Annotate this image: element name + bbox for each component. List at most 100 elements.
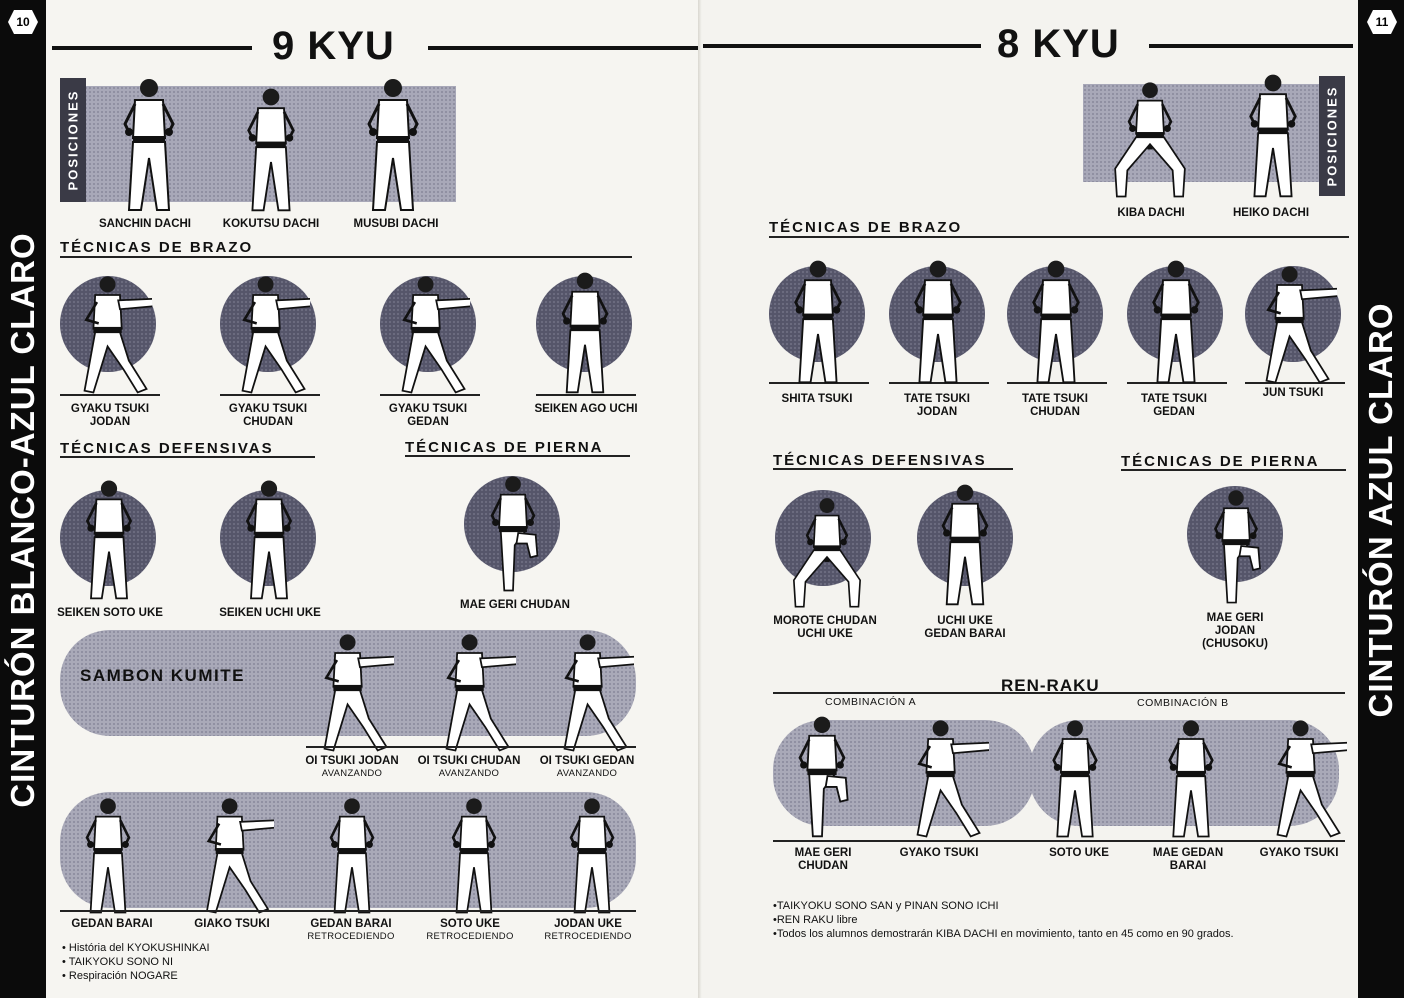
figure-mae-geri-jodan	[1207, 486, 1265, 606]
combo-b-label: COMBINACIÓN B	[1137, 697, 1229, 709]
figure-mae-geri-chudan-combo	[773, 712, 871, 840]
note-left-1: • História del KYOKUSHINKAI	[62, 942, 210, 954]
retreat-ground-line	[60, 910, 636, 912]
section-rule-defense-right	[773, 468, 1013, 470]
ground-line-2	[220, 394, 320, 396]
page-title-8-kyu: 8 KYU	[997, 22, 1120, 66]
section-rule-arm-left	[60, 256, 632, 258]
label-r-arm-1: SHITA TSUKI	[781, 393, 853, 405]
page-title-9-kyu: 9 KYU	[272, 24, 395, 68]
section-rule-leg-right	[1121, 469, 1346, 471]
ground-line-4	[536, 394, 636, 396]
figure-gyako-tsuki-combo-b	[1263, 716, 1347, 840]
label-r-arm-5: JUN TSUKI	[1262, 387, 1324, 399]
renraku-ground-line	[773, 840, 1345, 842]
notes-left: • História del KYOKUSHINKAI • TAIKYOKU S…	[62, 941, 210, 983]
label-renraku-2: GYAKO TSUKI	[899, 847, 979, 859]
ground-line-1	[60, 394, 160, 396]
label-giako-tsuki: GIAKO TSUKI	[194, 918, 270, 930]
note-right-1: •TAIKYOKU SONO SAN y PINAN SONO ICHI	[773, 900, 999, 912]
left-side-bar: CINTURÓN BLANCO-AZUL CLARO	[0, 0, 46, 998]
ground-line-3	[380, 394, 480, 396]
section-title-defense-right: TÉCNICAS DEFENSIVAS	[773, 452, 987, 469]
figure-morote-chudan-uchi-uke	[785, 494, 869, 610]
figure-heiko-dachi	[1241, 70, 1305, 200]
label-musubi-dachi: MUSUBI DACHI	[353, 218, 439, 230]
figure-shita-tsuki	[787, 256, 849, 386]
figure-tate-tsuki-jodan	[907, 256, 969, 386]
renraku-title: REN-RAKU	[1001, 676, 1100, 695]
left-belt-title: CINTURÓN BLANCO-AZUL CLARO	[4, 232, 41, 808]
note-right-2: •REN RAKU libre	[773, 914, 858, 926]
figure-kokutsu-dachi	[238, 84, 304, 214]
title-rule-right-a	[703, 44, 981, 48]
kumite-label: SAMBON KUMITE	[80, 666, 245, 685]
label-oi-tsuki-gedan: OI TSUKI GEDAN	[539, 755, 635, 767]
renraku-rule	[773, 692, 1345, 694]
figure-musubi-dachi	[360, 74, 426, 214]
positions-label-left: POSICIONES	[65, 89, 81, 191]
positions-label-right: POSICIONES	[1324, 85, 1340, 187]
label-seiken-soto-uke: SEIKEN SOTO UKE	[57, 607, 163, 619]
kumite-ground-line	[306, 746, 636, 748]
positions-tab-right: POSICIONES	[1319, 76, 1345, 196]
label-mae-geri-chudan: MAE GERI CHUDAN	[460, 599, 570, 611]
notes-right: •TAIKYOKU SONO SAN y PINAN SONO ICHI •RE…	[773, 899, 1234, 941]
section-title-leg-right: TÉCNICAS DE PIERNA	[1121, 453, 1320, 470]
figure-kiba-dachi	[1101, 78, 1199, 200]
r-ground-1	[769, 382, 869, 384]
section-rule-leg-left	[405, 455, 630, 457]
right-belt-title: CINTURÓN AZUL CLARO	[1362, 302, 1399, 718]
title-rule-right-b	[1149, 44, 1353, 48]
r-ground-5	[1245, 382, 1345, 384]
label-soto-uke-retro: SOTO UKE	[440, 918, 500, 930]
figure-gedan-barai	[72, 794, 144, 916]
figure-tate-tsuki-gedan	[1145, 256, 1207, 386]
positions-tab-left: POSICIONES	[60, 78, 86, 202]
section-rule-defense-left	[60, 456, 315, 458]
figure-gyaku-tsuki-gedan	[390, 272, 470, 396]
label-seiken-uchi-uke: SEIKEN UCHI UKE	[219, 607, 321, 619]
figure-gyako-tsuki-combo-a	[901, 716, 989, 840]
figure-tate-tsuki-chudan	[1025, 256, 1087, 386]
label-oi-tsuki-chudan: OI TSUKI CHUDAN	[417, 755, 521, 767]
figure-gyaku-tsuki-jodan	[72, 272, 152, 396]
note-left-3: • Respiración NOGARE	[62, 970, 178, 982]
section-title-arm-right: TÉCNICAS DE BRAZO	[769, 219, 963, 236]
label-gedan-barai: GEDAN BARAI	[71, 918, 153, 930]
figure-uchi-uke-gedan-barai	[933, 480, 997, 608]
page-number-right: 11	[1367, 10, 1397, 34]
section-title-leg-left: TÉCNICAS DE PIERNA	[405, 439, 604, 456]
r-ground-3	[1007, 382, 1107, 384]
figure-gedan-barai-retro	[316, 794, 388, 916]
note-left-2: • TAIKYOKU SONO NI	[62, 956, 174, 968]
label-kokutsu-dachi: KOKUTSU DACHI	[222, 218, 320, 230]
label-jodan-uke-retro: JODAN UKE	[554, 918, 622, 930]
sub-jodan-uke-retro: RETROCEDIENDO	[544, 931, 632, 942]
figure-jun-tsuki	[1251, 262, 1337, 386]
r-ground-2	[889, 382, 989, 384]
sub-gedan-barai-retro: RETROCEDIENDO	[307, 931, 395, 942]
figure-oi-tsuki-jodan	[310, 630, 394, 754]
section-rule-arm-right	[769, 236, 1349, 238]
figure-soto-uke-retro	[438, 794, 510, 916]
figure-mae-gedan-barai-combo	[1155, 716, 1227, 840]
right-side-bar: CINTURÓN AZUL CLARO	[1358, 0, 1404, 998]
figure-giako-tsuki	[194, 794, 274, 916]
sub-oi-tsuki-jodan: AVANZANDO	[321, 768, 383, 779]
right-page: CINTURÓN AZUL CLARO 11 8 KYU POSICIONES …	[703, 0, 1404, 998]
page-number-left: 10	[8, 10, 38, 34]
label-kiba-dachi: KIBA DACHI	[1117, 207, 1185, 219]
figure-oi-tsuki-chudan	[432, 630, 516, 754]
section-title-arm-left: TÉCNICAS DE BRAZO	[60, 239, 254, 256]
